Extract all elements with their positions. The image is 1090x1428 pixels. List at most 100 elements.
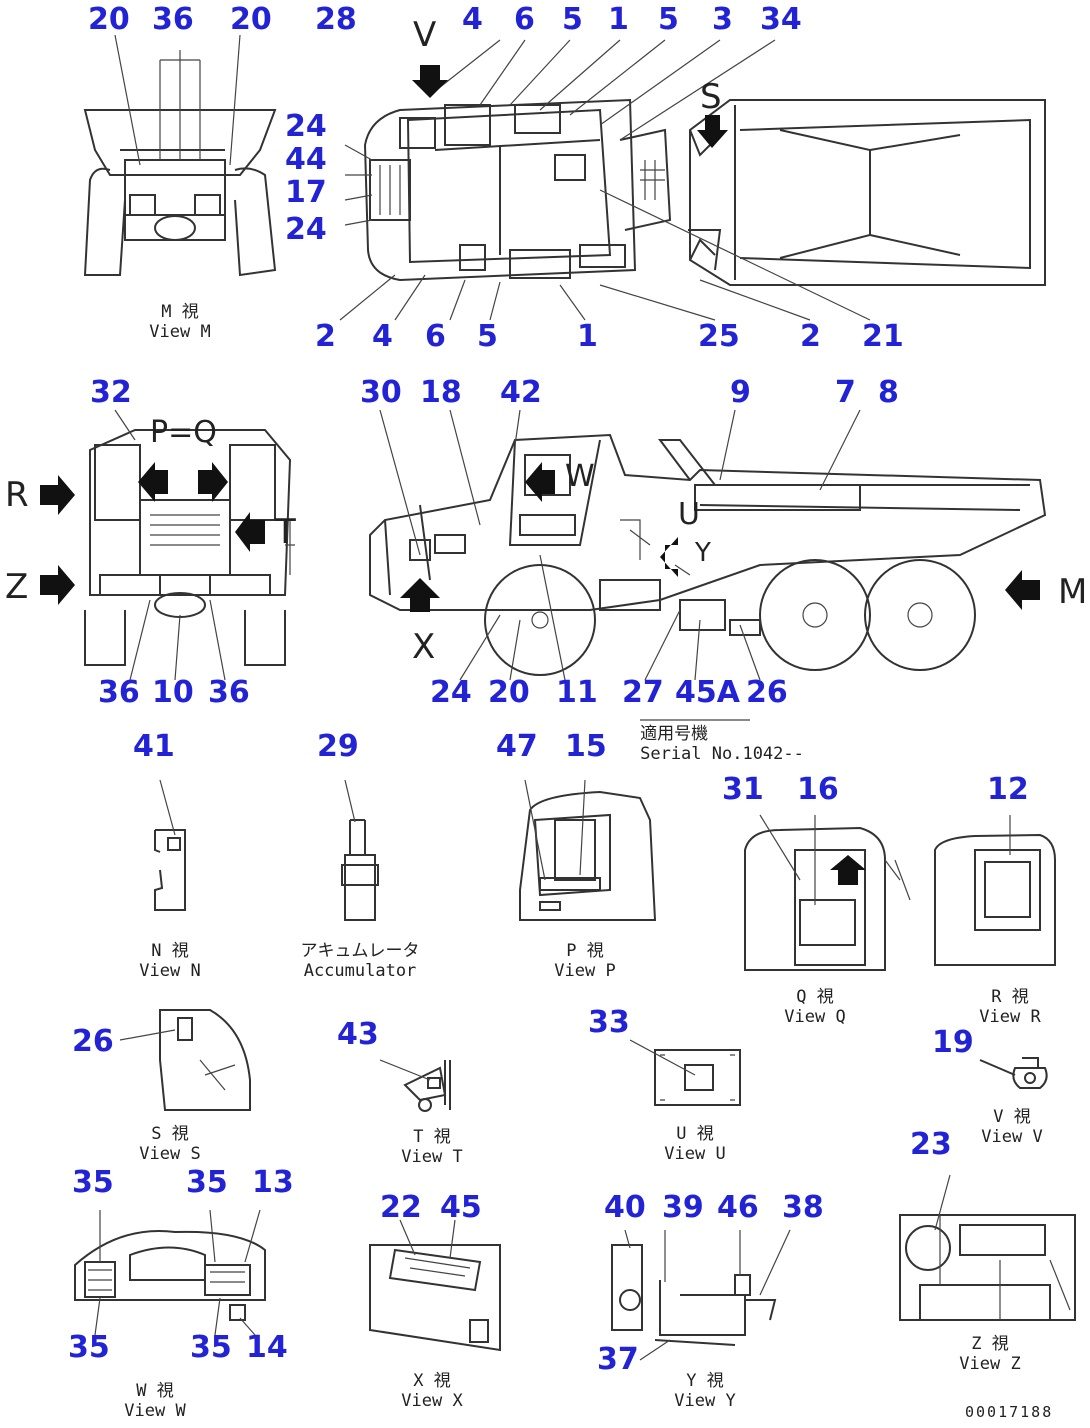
view-letter-z: Z — [5, 567, 29, 607]
callout-26: 26 — [72, 1024, 114, 1059]
callout-1: 1 — [577, 319, 598, 354]
view-s-drawing — [119, 1009, 251, 1111]
callout-24: 24 — [285, 212, 327, 247]
callout-35: 35 — [68, 1330, 110, 1365]
callout-35: 35 — [72, 1165, 114, 1200]
callout-6: 6 — [514, 2, 535, 37]
view-y-drawing — [611, 1229, 791, 1361]
callout-43: 43 — [337, 1017, 379, 1052]
callout-27: 27 — [622, 675, 664, 710]
callout-46: 46 — [717, 1190, 759, 1225]
callout-21: 21 — [862, 319, 904, 354]
callout-3: 3 — [712, 2, 733, 37]
callout-20: 20 — [230, 2, 272, 37]
view-mark-pq: P=Q — [150, 415, 217, 450]
callout-20: 20 — [488, 675, 530, 710]
callout-2: 2 — [315, 319, 336, 354]
callout-18: 18 — [420, 375, 462, 410]
view-letter-w: W — [565, 459, 595, 494]
callout-35: 35 — [186, 1165, 228, 1200]
front-view-drawing — [40, 409, 295, 681]
callout-22: 22 — [380, 1190, 422, 1225]
view-q-drawing — [744, 814, 911, 971]
callout-47: 47 — [496, 729, 538, 764]
callout-30: 30 — [360, 375, 402, 410]
callout-5: 5 — [562, 2, 583, 37]
callout-16: 16 — [797, 772, 839, 807]
callout-25: 25 — [698, 319, 740, 354]
callout-35: 35 — [190, 1330, 232, 1365]
callout-23: 23 — [910, 1127, 952, 1162]
callout-26: 26 — [746, 675, 788, 710]
callout-15: 15 — [565, 729, 607, 764]
callout-44: 44 — [285, 142, 327, 177]
callout-45a: 45A — [675, 675, 740, 710]
callout-24: 24 — [285, 109, 327, 144]
callout-4: 4 — [462, 2, 483, 37]
view-letter-s: S — [700, 77, 722, 117]
callout-5: 5 — [477, 319, 498, 354]
callout-34: 34 — [760, 2, 802, 37]
view-z-drawing — [899, 1174, 1076, 1321]
callout-39: 39 — [662, 1190, 704, 1225]
callout-40: 40 — [604, 1190, 646, 1225]
callout-13: 13 — [252, 1165, 294, 1200]
top-view-drawing — [339, 39, 1046, 321]
callout-33: 33 — [588, 1005, 630, 1040]
view-m-drawing — [83, 34, 277, 277]
callout-28: 28 — [315, 2, 357, 37]
callout-36: 36 — [208, 675, 250, 710]
callout-5: 5 — [658, 2, 679, 37]
callout-9: 9 — [730, 375, 751, 410]
callout-7: 7 — [835, 375, 856, 410]
view-letter-y: Y — [695, 538, 711, 568]
callout-20: 20 — [88, 2, 130, 37]
callout-37: 37 — [597, 1342, 639, 1377]
callout-29: 29 — [317, 729, 359, 764]
callout-14: 14 — [246, 1330, 288, 1365]
callout-17: 17 — [285, 175, 327, 210]
view-letter-u: U — [678, 497, 700, 532]
callout-10: 10 — [152, 675, 194, 710]
callout-12: 12 — [987, 772, 1029, 807]
callout-2: 2 — [800, 319, 821, 354]
callout-36: 36 — [98, 675, 140, 710]
callout-42: 42 — [500, 375, 542, 410]
view-n-drawing — [154, 779, 186, 911]
callout-32: 32 — [90, 375, 132, 410]
view-p-drawing — [519, 779, 657, 921]
accumulator-drawing — [341, 779, 379, 921]
view-letter-m: M — [1058, 572, 1088, 612]
callout-31: 31 — [722, 772, 764, 807]
view-letter-v: V — [413, 15, 437, 55]
callout-19: 19 — [932, 1025, 974, 1060]
view-w-drawing — [74, 1209, 266, 1336]
callout-36: 36 — [152, 2, 194, 37]
view-letter-x: X — [412, 627, 436, 667]
callout-8: 8 — [878, 375, 899, 410]
drawing-number: 00017188 — [965, 1403, 1054, 1421]
callout-1: 1 — [608, 2, 629, 37]
view-v-drawing — [979, 1057, 1048, 1089]
side-view-drawing — [369, 409, 1047, 721]
callout-4: 4 — [372, 319, 393, 354]
callout-45: 45 — [440, 1190, 482, 1225]
callout-41: 41 — [133, 729, 175, 764]
callout-6: 6 — [425, 319, 446, 354]
view-letter-t: T — [275, 512, 296, 552]
